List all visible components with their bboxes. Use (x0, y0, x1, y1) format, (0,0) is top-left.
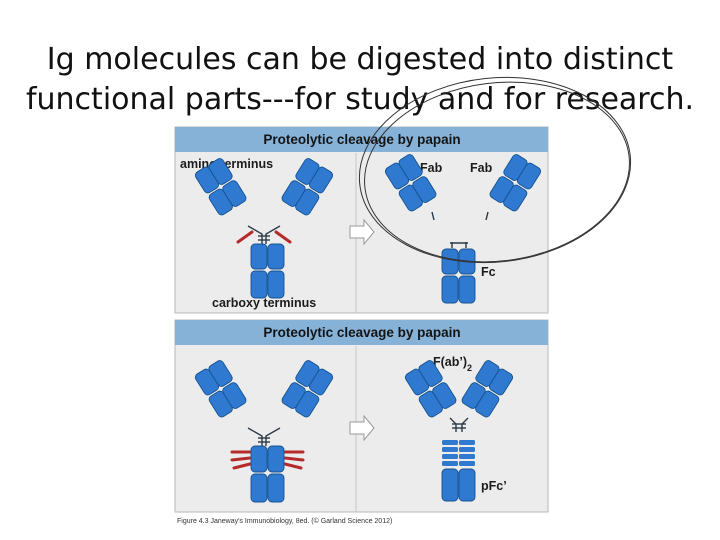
carbohydrate-chains-2 (230, 450, 305, 470)
slide-title-line-1: Ig molecules can be digested into distin… (46, 42, 674, 77)
pfc-column-right (458, 440, 476, 502)
panel-bottom-header: Proteolytic cleavage by papain (263, 325, 460, 340)
fab2-fragment (404, 360, 514, 432)
arrow-right-icon (349, 414, 375, 442)
carbohydrate-chains (236, 230, 292, 244)
fc-fragment (441, 242, 476, 304)
fab-arm-left-2 (194, 360, 247, 418)
fab-fragment-2 (485, 154, 542, 221)
figure-caption: Figure 4.3 Janeway's Immunobiology, 8ed.… (177, 517, 392, 525)
fc-stem (250, 243, 285, 299)
hinge-region (247, 225, 281, 244)
fab-label-2: Fab (470, 161, 493, 175)
slide-title: Ig molecules can be digested into distin… (0, 40, 720, 120)
igg-antibody-intact (194, 158, 334, 299)
fc-stem-2 (250, 445, 285, 503)
fab-arm-right-2 (281, 360, 334, 418)
fab-arm-left (194, 158, 247, 216)
slide-title-line-2: functional parts---for study and for res… (25, 82, 695, 117)
carboxy-terminus-label: carboxy terminus (212, 296, 316, 310)
panel-top-background (174, 126, 549, 314)
arrow-right-icon (349, 218, 375, 246)
panel-top: Proteolytic cleavage by papain amino ter… (174, 126, 549, 314)
pfc-column-left (441, 440, 459, 502)
pfc-fragments (441, 440, 476, 502)
fab-label-1: Fab (420, 161, 443, 175)
amino-terminus-label: amino terminus (180, 157, 273, 171)
panel-bottom: Proteolytic cleavage by papain F(ab’)2 p… (174, 319, 549, 513)
fc-label: Fc (481, 265, 496, 279)
panel-bottom-header-bar (175, 320, 548, 345)
callout-ellipse (358, 76, 632, 264)
panel-top-header-bar (175, 127, 548, 152)
hinge-region-2 (247, 427, 281, 446)
igg-antibody-intact-2 (194, 360, 334, 503)
fab-arm-right (281, 158, 334, 216)
panel-top-header: Proteolytic cleavage by papain (263, 132, 460, 147)
pfc-label: pFc’ (481, 479, 507, 493)
fab-fragment-1 (384, 154, 437, 221)
fab2-label: F(ab’)2 (433, 355, 472, 373)
